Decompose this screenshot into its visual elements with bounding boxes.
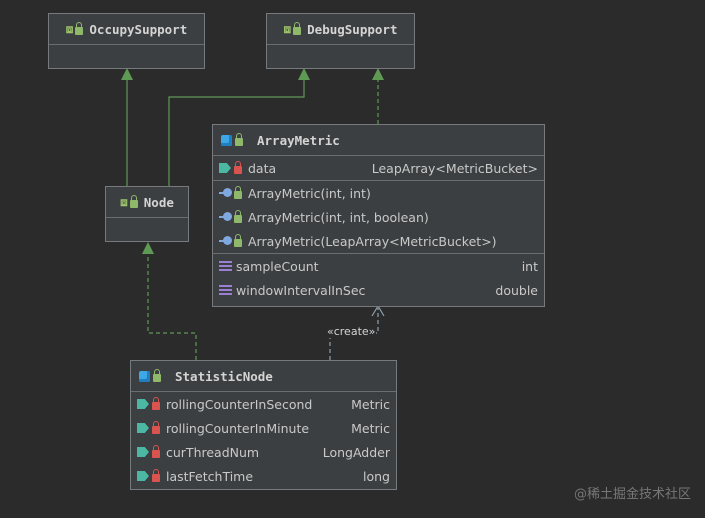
method-name: ArrayMetric(LeapArray<MetricBucket>) <box>248 233 497 249</box>
property-icon <box>219 260 232 272</box>
statisticnode-class[interactable]: StatisticNode rollingCounterInSecond Met… <box>130 360 397 490</box>
statisticnode-to-node-line <box>147 254 197 360</box>
field-name: rollingCounterInMinute <box>166 420 310 436</box>
property-name: sampleCount <box>236 258 319 274</box>
class-title: StatisticNode <box>175 368 273 384</box>
field-type: LongAdder <box>322 444 390 460</box>
property-row[interactable]: sampleCount int <box>213 254 544 278</box>
class-title: DebugSupport <box>307 21 398 37</box>
node-to-occupysupport-arrowhead <box>121 68 133 80</box>
field-row[interactable]: rollingCounterInSecond Metric <box>131 392 396 416</box>
field-icon <box>137 399 149 409</box>
property-type: double <box>495 282 538 298</box>
method-row[interactable]: ArrayMetric(int, int) <box>213 181 544 205</box>
lock-icon <box>234 185 242 199</box>
statisticnode-header: StatisticNode <box>131 361 396 391</box>
lock-icon <box>234 233 242 247</box>
field-icon <box>137 423 149 433</box>
constructor-icon <box>219 236 232 246</box>
node-class[interactable]: ⧈ Node <box>105 186 189 242</box>
field-icon <box>219 163 231 173</box>
field-row[interactable]: lastFetchTime long <box>131 464 396 488</box>
watermark: @稀土掘金技术社区 <box>573 487 691 502</box>
class-icon <box>221 134 232 146</box>
debugsupport-class[interactable]: ⧈ DebugSupport <box>266 13 415 69</box>
field-type: long <box>363 468 390 484</box>
arraymetric-to-debugsupport-arrowhead <box>372 68 384 80</box>
property-row[interactable]: windowIntervalInSec double <box>213 278 544 302</box>
node-to-debugsupport-line <box>168 80 305 186</box>
field-name: rollingCounterInSecond <box>166 396 313 412</box>
private-lock-icon <box>152 420 160 434</box>
debugsupport-header: ⧈ DebugSupport <box>267 14 414 44</box>
method-row[interactable]: ArrayMetric(int, int, boolean) <box>213 205 544 229</box>
statisticnode-to-node-arrowhead <box>142 242 154 254</box>
field-name: curThreadNum <box>166 444 260 460</box>
field-type: Metric <box>351 396 390 412</box>
field-type: Metric <box>351 420 390 436</box>
field-name: lastFetchTime <box>166 468 254 484</box>
constructor-icon <box>219 188 232 198</box>
private-lock-icon <box>152 444 160 458</box>
occupysupport-header: ⧈ OccupySupport <box>49 14 204 44</box>
class-title: ArrayMetric <box>257 132 340 148</box>
field-name: data <box>248 160 277 176</box>
lock-icon <box>75 21 84 35</box>
interface-icon: ⧈ <box>120 194 128 209</box>
node-header: ⧈ Node <box>106 187 188 217</box>
occupysupport-class[interactable]: ⧈ OccupySupport <box>48 13 205 69</box>
create-label: «create» <box>326 325 377 338</box>
property-type: int <box>521 258 538 274</box>
arraymetric-class[interactable]: ArrayMetric data LeapArray<MetricBucket>… <box>212 124 545 307</box>
interface-icon: ⧈ <box>283 21 292 36</box>
property-icon <box>219 284 232 296</box>
method-name: ArrayMetric(int, int) <box>248 185 371 201</box>
arraymetric-header: ArrayMetric <box>213 125 544 155</box>
private-lock-icon <box>152 396 160 410</box>
private-lock-icon <box>234 160 242 174</box>
class-title: OccupySupport <box>89 21 188 37</box>
class-icon <box>139 370 150 382</box>
property-name: windowIntervalInSec <box>236 282 366 298</box>
lock-icon <box>293 21 302 35</box>
lock-icon <box>235 132 243 146</box>
constructor-icon <box>219 212 232 222</box>
field-type: LeapArray<MetricBucket> <box>371 160 538 176</box>
lock-icon <box>234 209 242 223</box>
class-title: Node <box>143 194 174 210</box>
method-row[interactable]: ArrayMetric(LeapArray<MetricBucket>) <box>213 229 544 253</box>
private-lock-icon <box>152 468 160 482</box>
field-row[interactable]: rollingCounterInMinute Metric <box>131 416 396 440</box>
field-icon <box>137 447 149 457</box>
field-row[interactable]: curThreadNum LongAdder <box>131 440 396 464</box>
field-icon <box>137 471 149 481</box>
node-to-debugsupport-arrowhead <box>298 68 310 80</box>
lock-icon <box>153 368 161 382</box>
method-name: ArrayMetric(int, int, boolean) <box>248 209 429 225</box>
lock-icon <box>129 194 138 208</box>
field-row[interactable]: data LeapArray<MetricBucket> <box>213 156 544 180</box>
interface-icon: ⧈ <box>65 21 74 36</box>
